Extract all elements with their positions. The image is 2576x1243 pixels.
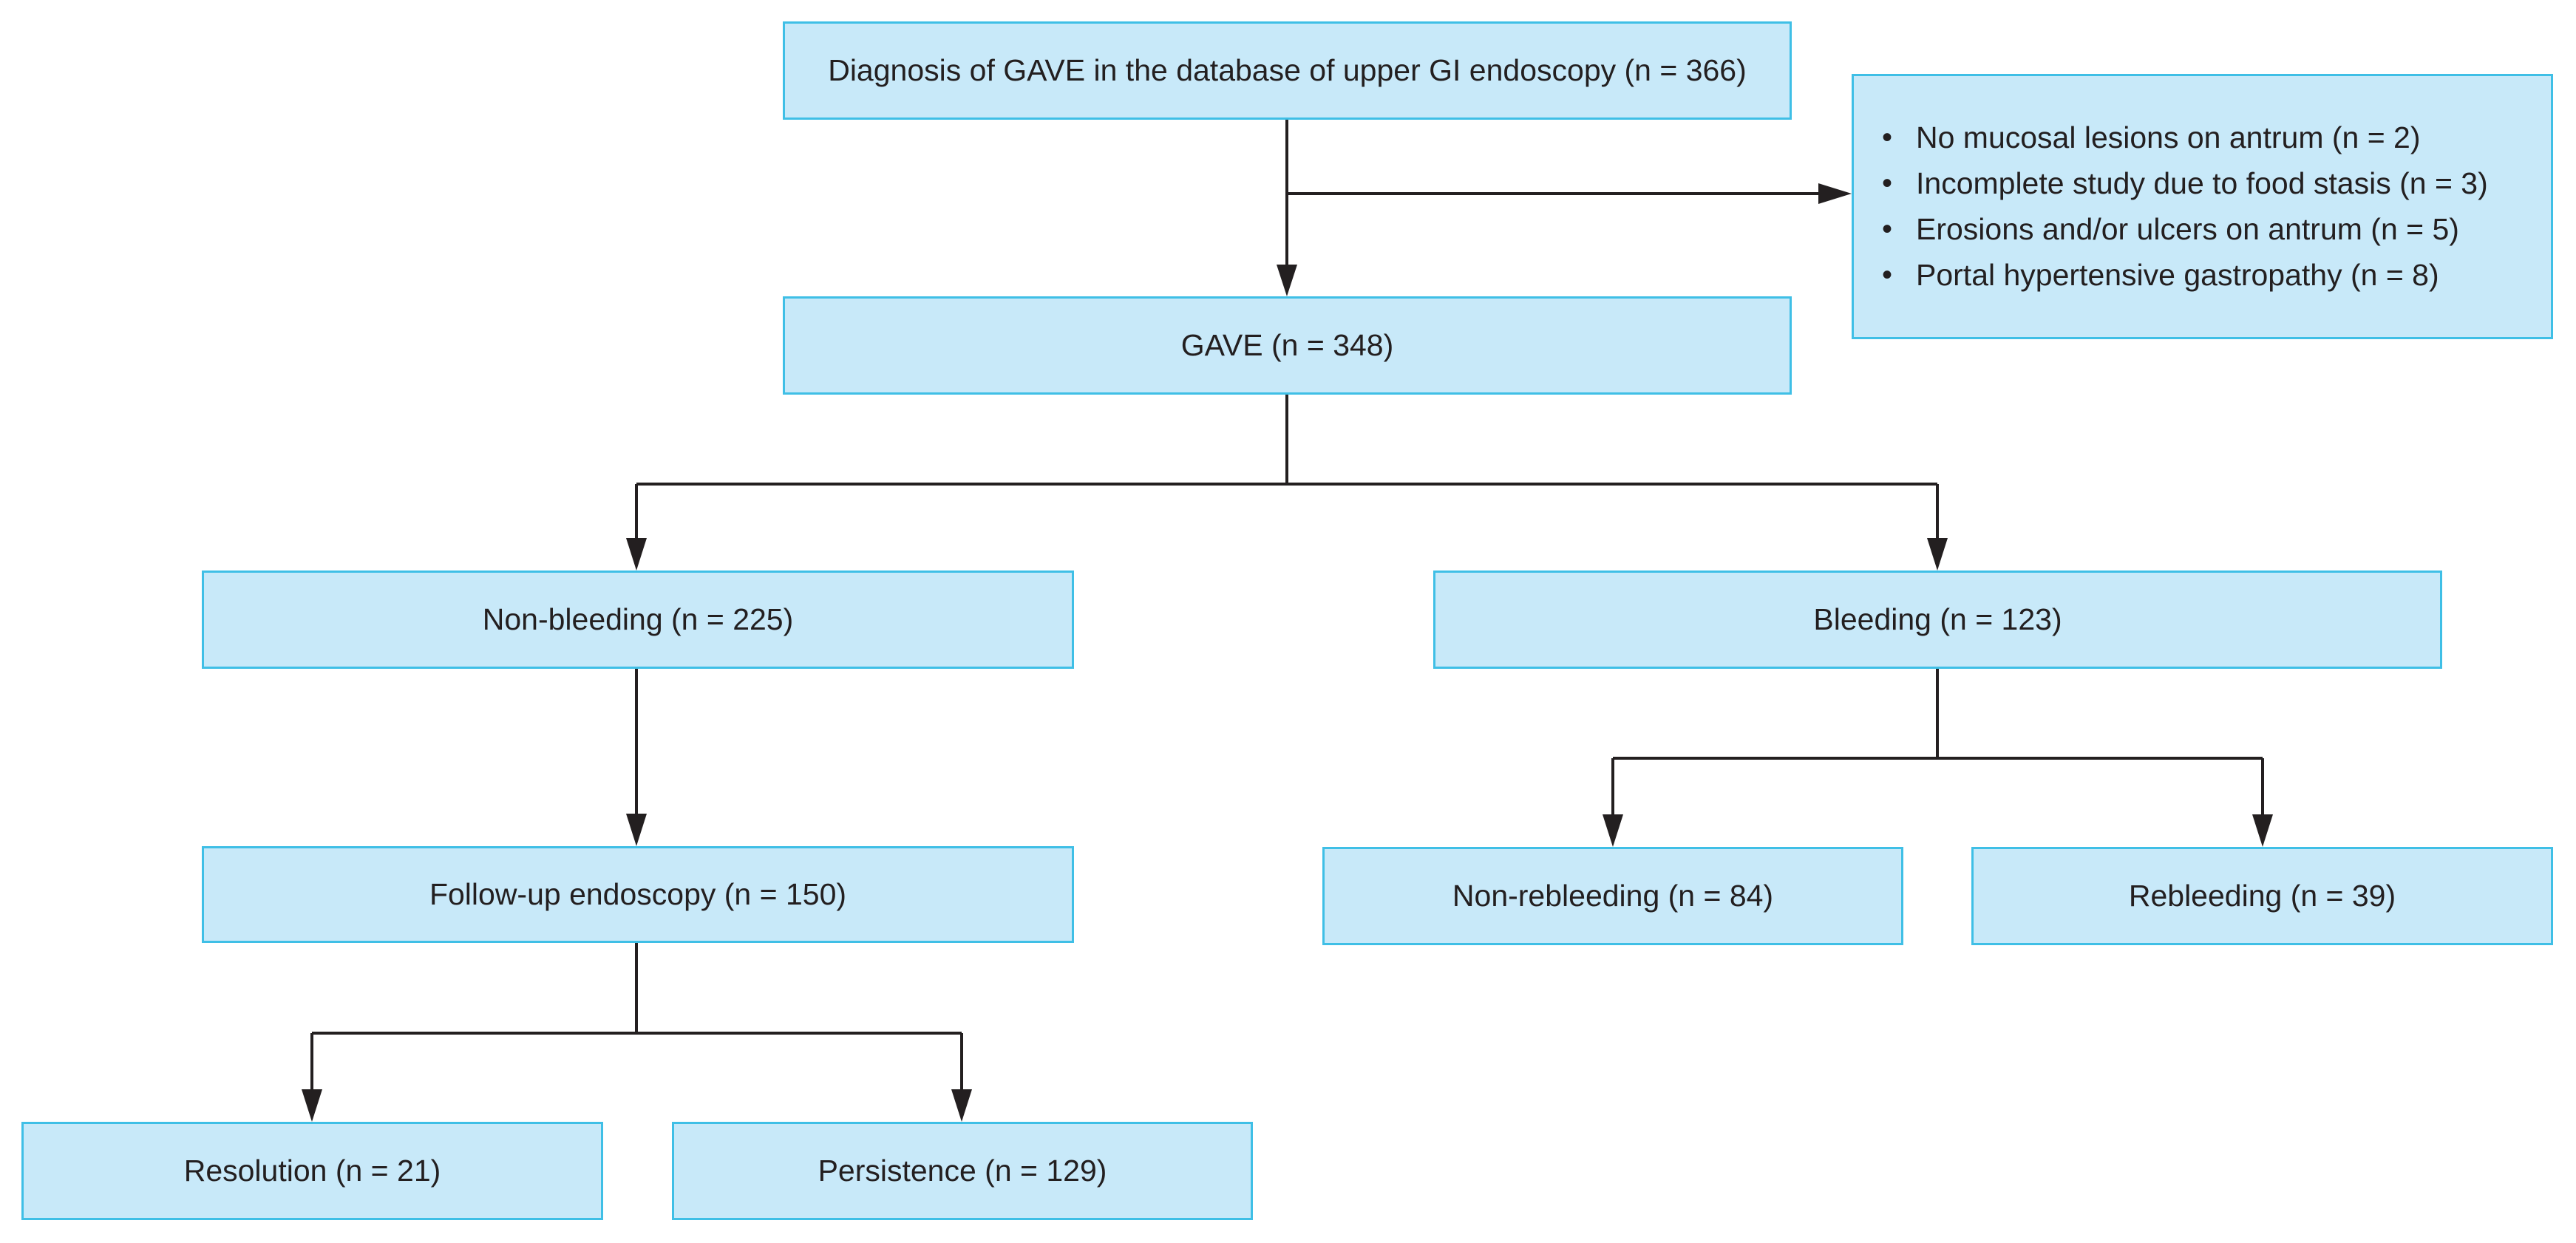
exclusion-item-label: Portal hypertensive gastropathy (n = 8): [1916, 258, 2439, 292]
resolution-box: Resolution (n = 21): [21, 1122, 603, 1220]
resolution-label: Resolution (n = 21): [183, 1154, 441, 1188]
bleeding-label: Bleeding (n = 123): [1813, 602, 2062, 636]
gave-box: GAVE (n = 348): [783, 296, 1792, 395]
exclusion-list: • No mucosal lesions on antrum (n = 2) •…: [1882, 115, 2488, 299]
rebleeding-label: Rebleeding (n = 39): [2128, 879, 2396, 913]
follow-up-box: Follow-up endoscopy (n = 150): [202, 846, 1074, 943]
persistence-box: Persistence (n = 129): [672, 1122, 1253, 1220]
follow-up-label: Follow-up endoscopy (n = 150): [429, 877, 847, 911]
non-bleeding-box: Non-bleeding (n = 225): [202, 571, 1074, 669]
bullet-icon: •: [1882, 259, 1893, 291]
diagnosis-box: Diagnosis of GAVE in the database of upp…: [783, 21, 1792, 120]
non-rebleeding-label: Non-rebleeding (n = 84): [1452, 879, 1774, 913]
arrowhead-to-non-rebleeding: [1603, 814, 1623, 847]
bullet-icon: •: [1882, 167, 1893, 200]
exclusion-item-label: Incomplete study due to food stasis (n =…: [1916, 166, 2488, 200]
gave-label: GAVE (n = 348): [1180, 328, 1394, 362]
arrowhead-to-follow-up: [626, 814, 647, 846]
arrowhead-to-rebleeding: [2252, 814, 2273, 847]
exclusion-box: • No mucosal lesions on antrum (n = 2) •…: [1852, 74, 2553, 339]
arrowhead-to-exclusions: [1818, 183, 1852, 204]
rebleeding-box: Rebleeding (n = 39): [1971, 847, 2553, 945]
exclusion-item: • Portal hypertensive gastropathy (n = 8…: [1882, 253, 2488, 299]
exclusion-item: • Incomplete study due to food stasis (n…: [1882, 161, 2488, 207]
bullet-icon: •: [1882, 121, 1893, 154]
exclusion-item-label: Erosions and/or ulcers on antrum (n = 5): [1916, 212, 2459, 246]
persistence-label: Persistence (n = 129): [818, 1154, 1107, 1188]
diagnosis-label: Diagnosis of GAVE in the database of upp…: [828, 53, 1747, 87]
exclusion-item: • No mucosal lesions on antrum (n = 2): [1882, 115, 2488, 161]
arrowhead-to-resolution: [302, 1089, 322, 1122]
non-rebleeding-box: Non-rebleeding (n = 84): [1322, 847, 1903, 945]
exclusion-item: • Erosions and/or ulcers on antrum (n = …: [1882, 207, 2488, 253]
arrowhead-to-persistence: [951, 1089, 972, 1122]
bullet-icon: •: [1882, 213, 1893, 245]
exclusion-item-label: No mucosal lesions on antrum (n = 2): [1916, 120, 2421, 154]
arrowhead-to-gave: [1277, 265, 1297, 296]
arrowhead-to-bleeding: [1927, 538, 1948, 571]
bleeding-box: Bleeding (n = 123): [1433, 571, 2442, 669]
arrowhead-to-non-bleeding: [626, 538, 647, 571]
non-bleeding-label: Non-bleeding (n = 225): [482, 602, 794, 636]
